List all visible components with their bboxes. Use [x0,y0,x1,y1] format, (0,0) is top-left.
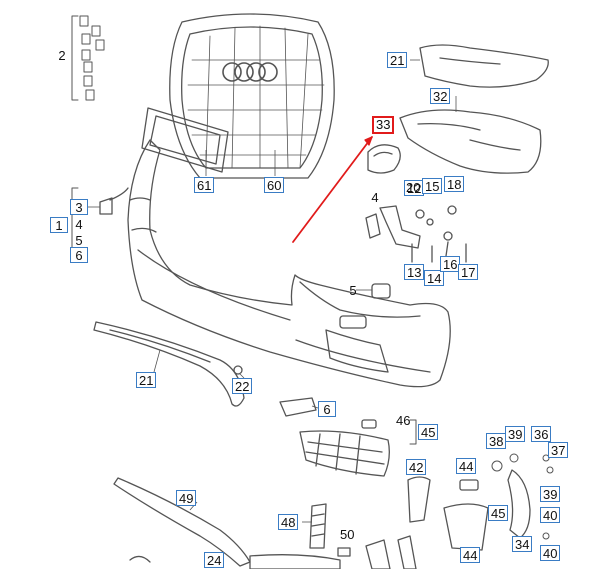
callout-24[interactable]: 24 [204,552,225,568]
callout-15[interactable]: 15 [422,178,443,194]
callout-46[interactable]: 44 [456,458,477,474]
callout-37[interactable]: 38 [486,433,507,449]
callout-6-left[interactable]: 6 [70,247,88,263]
highlight-arrow [292,136,373,243]
callout-4-right[interactable]: 4 [371,190,379,205]
lower-spoiler-part [113,477,251,567]
callout-61[interactable]: 61 [194,177,215,193]
callout-5-left[interactable]: 5 [75,233,83,248]
grille-part [169,13,335,179]
callout-36[interactable]: 37 [548,442,569,458]
lower-trim-strip-part [93,321,245,407]
callout-44[interactable]: 44 [460,547,481,563]
callout-18[interactable]: 18 [444,176,465,192]
callout-39-top[interactable]: 39 [540,486,561,502]
callout-22[interactable]: 22 [232,378,253,394]
callout-45[interactable]: 45 [488,505,509,521]
callout-32[interactable]: 32 [430,88,451,104]
air-guide-part [399,109,542,174]
lower-grille-part [299,419,390,477]
callout-6[interactable]: 6 [318,401,336,417]
fastener-set-part [71,15,105,101]
mounting-brackets-part [365,205,467,263]
callout-1[interactable]: 1 [50,217,68,233]
tow-hook-cover-part [367,144,401,174]
callout-5[interactable]: 5 [349,283,357,298]
callout-4[interactable]: 4 [75,217,83,232]
callout-40[interactable]: 40 [540,545,561,561]
callout-49[interactable]: 46 [396,413,411,428]
callout-13[interactable]: 13 [404,264,425,280]
callout-3[interactable]: 3 [70,199,88,215]
callout-38[interactable]: 39 [505,426,526,442]
callout-19[interactable]: 20 [406,180,421,195]
callout-60[interactable]: 60 [264,177,285,193]
callout-33-highlighted[interactable]: 33 [372,116,395,134]
callout-21[interactable]: 21 [136,372,157,388]
callout-35[interactable]: 36 [531,426,552,442]
side-bracket-part [99,187,129,215]
callout-39[interactable]: 40 [540,507,561,523]
callout-12[interactable]: 12 [404,180,425,196]
callout-2[interactable]: 2 [58,48,66,63]
plate-bracket-part [141,107,229,173]
callout-14[interactable]: 14 [424,270,445,286]
callout-20[interactable]: 21 [387,52,408,68]
bumper-cover-part [127,139,451,388]
callout-34[interactable]: 34 [512,536,533,552]
callout-48[interactable]: 45 [418,424,439,440]
air-duct-upper-part [419,44,549,88]
callout-56[interactable]: 50 [340,527,355,542]
callout-52[interactable]: 49 [176,490,197,506]
callout-50[interactable]: 48 [278,514,299,530]
callout-17[interactable]: 17 [458,264,479,280]
callout-42[interactable]: 42 [406,459,427,475]
